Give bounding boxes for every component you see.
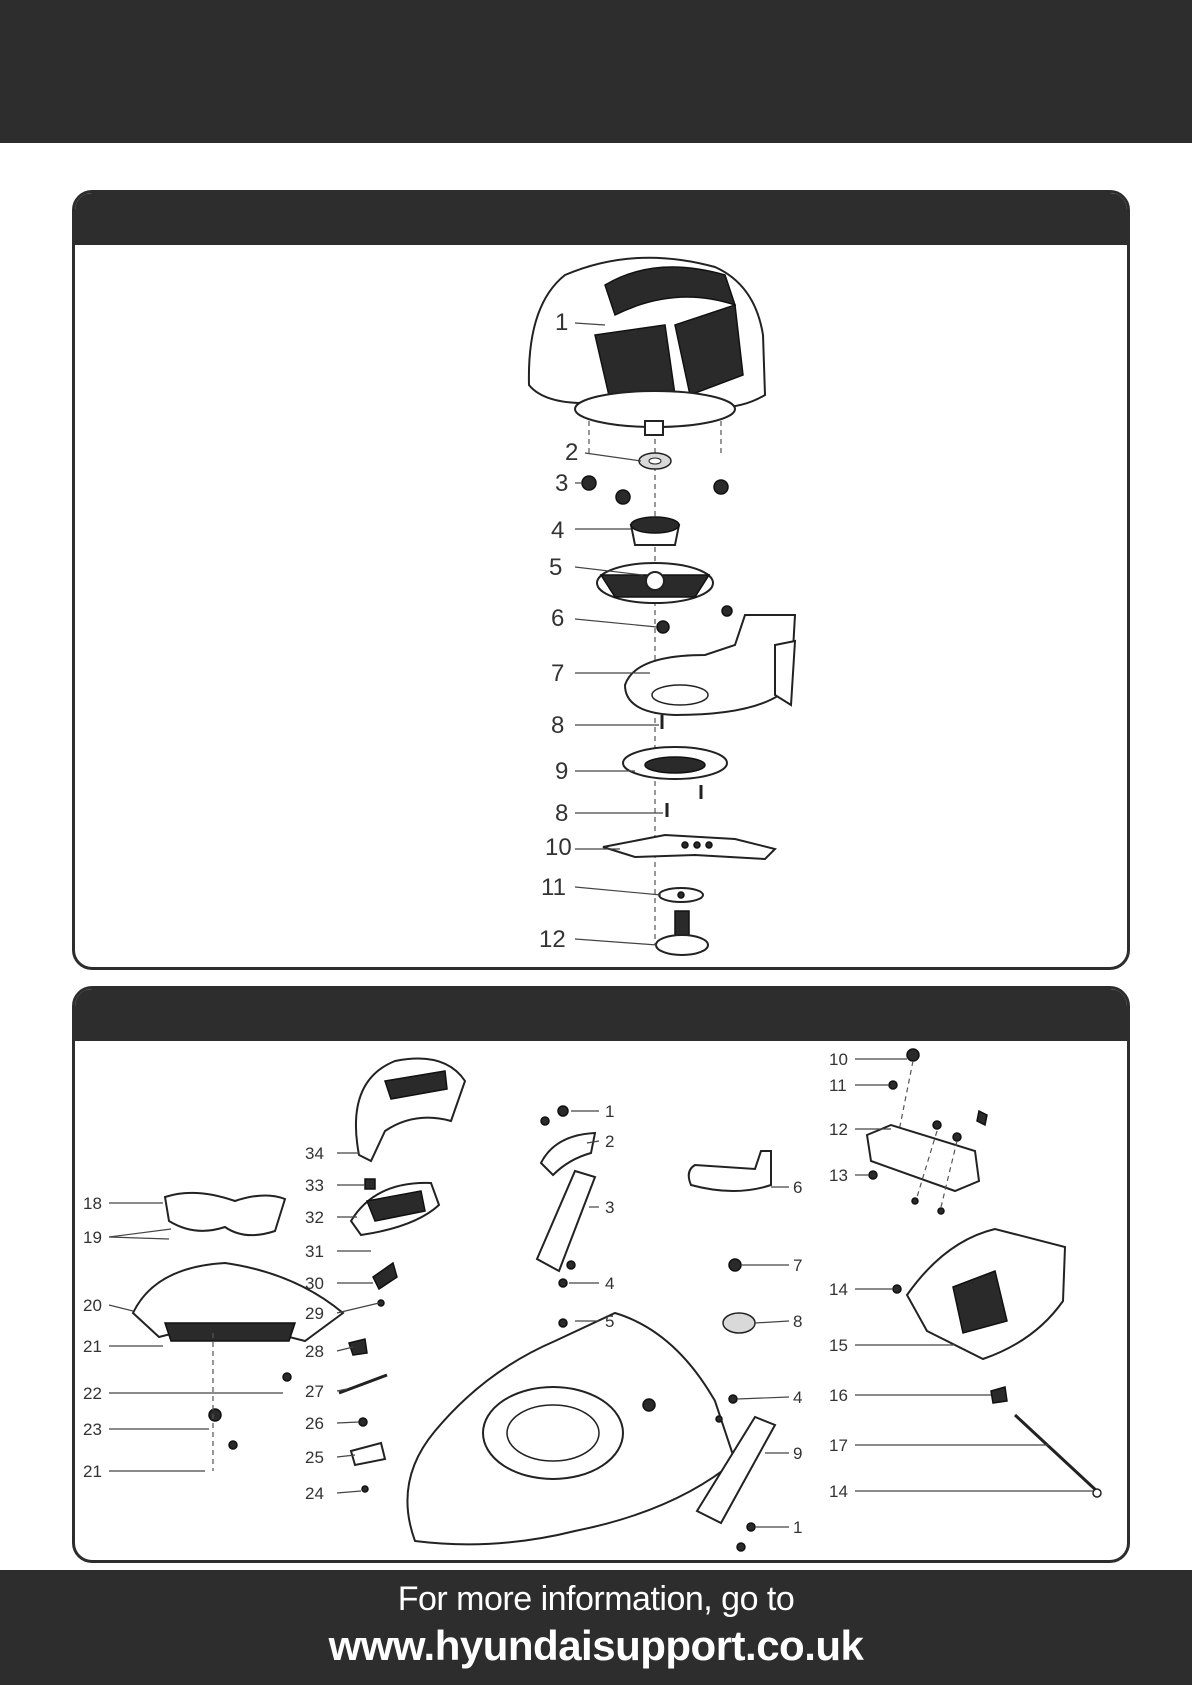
part-blade-adapter [656,911,708,955]
part-label: 22 [83,1384,102,1403]
part-label: 20 [83,1296,102,1315]
motor-assembly-panel: 1 2 3 4 5 6 7 8 9 8 10 11 12 [72,190,1130,970]
part-label: 1 [793,1518,802,1537]
part-label: 6 [551,605,564,632]
part-label: 8 [555,800,568,827]
part-label: 2 [605,1132,614,1151]
part-label: 21 [83,1462,102,1481]
part-label: 4 [551,517,564,544]
part-label: 18 [83,1194,102,1213]
part-label: 6 [793,1178,802,1197]
part-label: 4 [793,1388,802,1407]
part-knob [729,1259,741,1271]
part-label: 23 [83,1420,102,1439]
part-label: 9 [555,758,568,785]
part-label: 8 [551,712,564,739]
part-deflector [689,1151,771,1191]
part-label: 34 [305,1144,324,1163]
part-label: 30 [305,1274,324,1293]
part-label: 7 [551,660,564,687]
part-mower-deck [407,1313,735,1544]
part-motor-base [625,615,795,715]
part-rear-bar [867,1111,987,1214]
part-fan [597,563,713,603]
part-label: 8 [793,1312,802,1331]
part-label: 11 [829,1076,847,1095]
footer-info-text: For more information, go to [0,1580,1192,1619]
part-rod [1015,1415,1099,1493]
part-label: 5 [605,1312,614,1331]
part-label: 33 [305,1176,324,1195]
part-label: 28 [305,1342,324,1361]
motor-assembly-diagram: 1 2 3 4 5 6 7 8 9 8 10 11 12 [75,245,1127,967]
part-label: 14 [829,1280,848,1299]
part-pulley [631,517,679,545]
part-label: 5 [549,554,562,581]
part-blade [603,835,775,859]
footer-band: For more information, go to www.hyundais… [0,1570,1192,1685]
part-label: 3 [555,470,568,497]
part-label: 26 [305,1414,324,1433]
part-rear-handle [165,1193,285,1235]
top-header-band [0,0,1192,143]
part-label: 4 [605,1274,614,1293]
deck-assembly-diagram: 18 19 20 21 22 23 21 [75,1041,1127,1563]
panel-header-bar [75,989,1127,1041]
part-label: 11 [541,874,566,901]
part-label: 2 [565,439,578,466]
part-small-nut [657,621,669,633]
footer-support-url[interactable]: www.hyundaisupport.co.uk [0,1622,1192,1670]
part-label: 1 [605,1102,614,1121]
part-nuts [582,476,728,504]
part-height-adjuster [351,1183,439,1235]
part-label: 24 [305,1484,324,1503]
part-label: 17 [829,1436,848,1455]
part-blade-holder [623,747,727,779]
part-cap [723,1313,755,1333]
part-label: 10 [545,834,572,861]
part-label: 12 [829,1120,848,1139]
part-label: 27 [305,1382,324,1401]
part-top-cover [907,1229,1065,1359]
part-label: 14 [829,1482,848,1501]
part-label: 12 [539,926,566,953]
part-label: 9 [793,1444,802,1463]
part-label: 29 [305,1304,324,1323]
part-label: 3 [605,1198,614,1217]
part-label: 25 [305,1448,324,1467]
part-label: 13 [829,1166,848,1185]
part-label: 16 [829,1386,848,1405]
part-label: 15 [829,1336,848,1355]
part-label: 10 [829,1050,848,1069]
part-motor-cover [529,258,765,435]
part-label: 19 [83,1228,102,1247]
part-label: 1 [555,309,568,336]
part-label: 32 [305,1208,324,1227]
part-label: 21 [83,1337,102,1356]
panel-header-bar [75,193,1127,245]
part-handle-guard [356,1059,465,1162]
part-label: 31 [305,1242,324,1261]
deck-assembly-panel: 18 19 20 21 22 23 21 [72,986,1130,1563]
part-label: 7 [793,1256,802,1275]
